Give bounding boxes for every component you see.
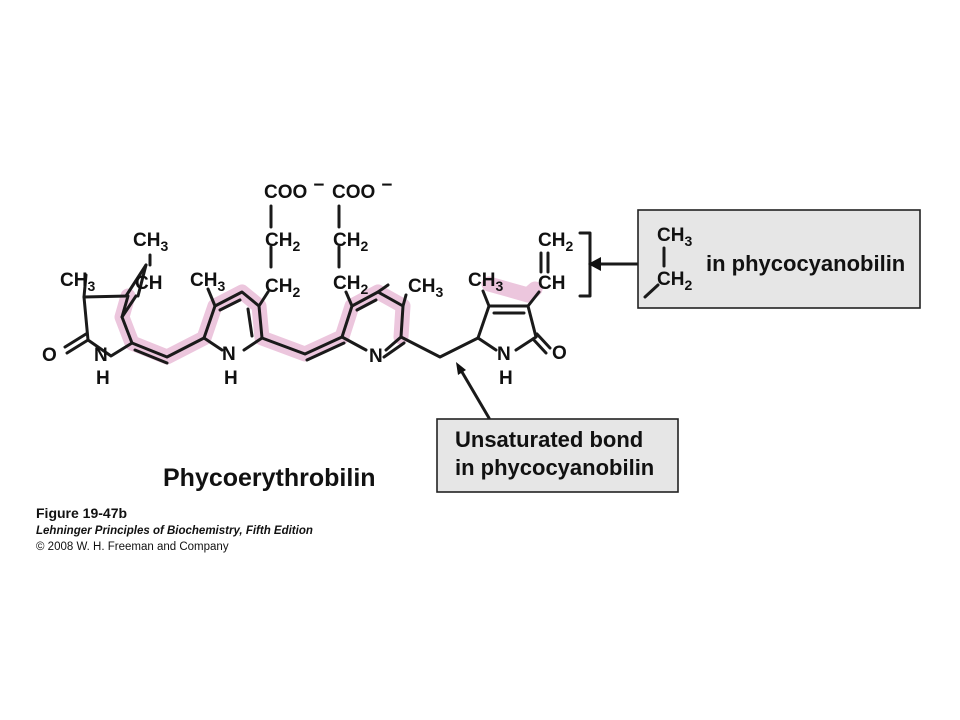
ring-a-ethylidene-ch-label: CH <box>135 273 162 294</box>
vinyl-bracket <box>578 231 592 298</box>
ring-a-hydrogen-label: H <box>96 368 110 389</box>
ring-b-hydrogen-label: H <box>224 368 238 389</box>
bridge-ab-bonds <box>130 336 206 365</box>
ring-b-carboxylate-label: COO− <box>264 175 324 203</box>
ethyl-callout-methylene-label: CH2 <box>657 269 692 293</box>
ring-c-carboxylate-label: COO− <box>332 175 392 203</box>
unsaturated-bond-callout-box <box>436 418 679 493</box>
molecule-name: Phycoerythrobilin <box>163 464 376 492</box>
unsaturated-bond-callout-line2: in phycocyanobilin <box>455 455 654 480</box>
ring-b-bonds <box>202 204 273 352</box>
ring-c-methyl-label: CH3 <box>408 276 443 300</box>
ring-d-vinyl-ch2-label: CH2 <box>538 230 573 254</box>
ring-c-nitrogen-label: N <box>369 346 383 367</box>
unsaturated-bond-callout-line1: Unsaturated bond <box>455 427 643 452</box>
bond-arrow <box>456 362 491 420</box>
ring-b-methyl-label: CH3 <box>190 270 225 294</box>
ethyl-callout-box <box>637 209 921 309</box>
phycocyanobilin-ethyl-callout: CH3 CH2 in phycocyanobilin <box>637 209 921 309</box>
ring-d-oxygen-label: O <box>552 343 567 364</box>
ring-c-propionate-ch2-upper-label: CH2 <box>333 230 368 254</box>
figure-number: Figure 19-47b <box>36 505 127 521</box>
ethyl-callout-label: in phycocyanobilin <box>706 251 905 276</box>
ring-d-vinyl-ch-label: CH <box>538 273 565 294</box>
unsaturated-bond-callout: Unsaturated bond in phycocyanobilin <box>436 418 679 493</box>
vinyl-arrow <box>588 257 640 271</box>
copyright-notice: © 2008 W. H. Freeman and Company <box>36 541 229 553</box>
ring-d-hydrogen-label: H <box>499 368 513 389</box>
ring-a-oxygen-label: O <box>42 345 57 366</box>
conjugation-highlight <box>114 276 543 365</box>
ring-a-ethylidene-methyl-label: CH3 <box>133 230 168 254</box>
ethyl-callout-methyl-label: CH3 <box>657 225 692 249</box>
ring-d-methyl-label: CH3 <box>468 270 503 294</box>
ring-d-nitrogen-label: N <box>497 344 511 365</box>
book-title: Lehninger Principles of Biochemistry, Fi… <box>36 525 313 537</box>
ring-b-nitrogen-label: N <box>222 344 236 365</box>
bridge-bc-bonds <box>260 335 346 362</box>
ring-b-propionate-ch2-upper-label: CH2 <box>265 230 300 254</box>
ring-d-bonds <box>476 251 552 355</box>
ring-a-methyl-label: CH3 <box>60 270 95 294</box>
ring-c-bonds <box>337 204 408 359</box>
ring-a-nitrogen-label: N <box>94 345 108 366</box>
ring-c-propionate-ch2-lower-label: CH2 <box>333 273 368 297</box>
bridge-cd-bonds <box>399 335 480 359</box>
ring-b-propionate-ch2-lower-label: CH2 <box>265 276 300 300</box>
